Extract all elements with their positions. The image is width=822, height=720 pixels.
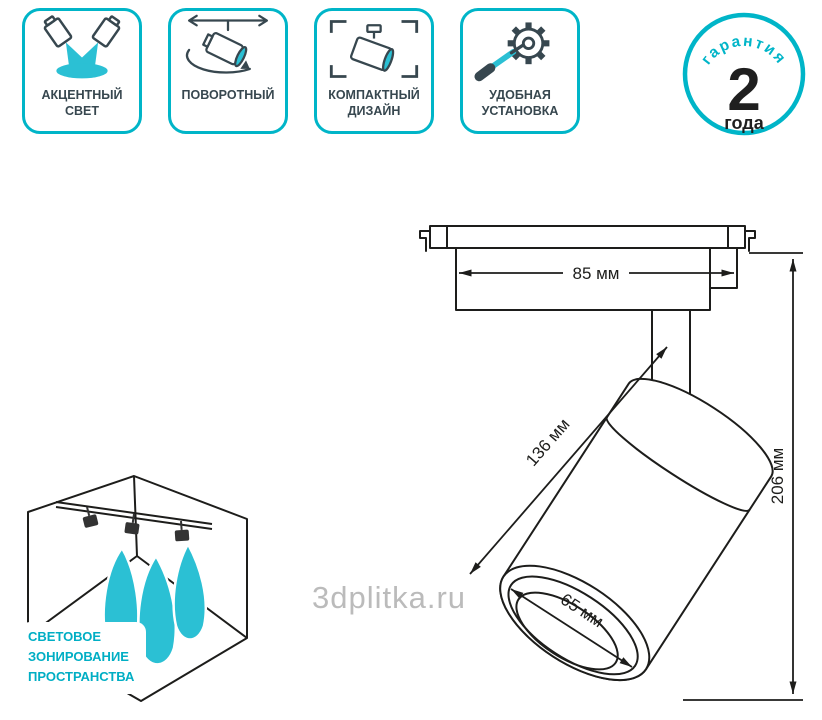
feature-badge-accent-light: АКЦЕНТНЫЙ СВЕТ — [22, 8, 142, 134]
compact-design-icon — [320, 11, 428, 87]
zoning-line: СВЕТОВОЕ — [28, 629, 102, 644]
feature-label: АКЦЕНТНЫЙ СВЕТ — [41, 88, 123, 119]
screwdriver-handle — [474, 63, 496, 82]
feature-label: ПОВОРОТНЫЙ — [181, 88, 275, 102]
watermark: 3dplitka.ru — [312, 580, 467, 615]
frame-brackets — [329, 20, 419, 78]
easy-install-icon — [466, 11, 574, 87]
feature-label: УДОБНАЯ УСТАНОВКА — [481, 88, 559, 119]
warranty-value: 2 — [727, 56, 760, 123]
dim-total-height: 206 мм — [768, 448, 787, 504]
fixture-body — [499, 377, 774, 682]
warranty-unit: года — [724, 113, 764, 133]
rotate-icon — [174, 11, 282, 87]
zoning-line: ПРОСТРАНСТВА — [28, 669, 135, 685]
dimension-lines — [459, 252, 803, 701]
gear-shape — [507, 22, 550, 65]
warranty-circle — [682, 12, 806, 136]
room-track-lights — [82, 506, 190, 542]
warranty-badge: гарантия 2 года — [678, 8, 810, 140]
dim-body-length: 136 мм — [522, 415, 573, 470]
feature-label: КОМПАКТНЫЙ ДИЗАЙН — [328, 88, 420, 119]
zoning-line: ЗОНИРОВАНИЕ — [28, 649, 129, 665]
feature-badge-compact: КОМПАКТНЫЙ ДИЗАЙН — [314, 8, 434, 134]
feature-badge-rotating: ПОВОРОТНЫЙ — [168, 8, 288, 134]
dim-track-width: 85 мм — [572, 264, 619, 283]
zoning-caption: СВЕТОВОЕ ЗОНИРОВАНИЕ ПРОСТРАНСТВА — [20, 622, 147, 695]
feature-badge-installation: УДОБНАЯ УСТАНОВКА — [460, 8, 580, 134]
accent-light-icon — [28, 11, 136, 87]
